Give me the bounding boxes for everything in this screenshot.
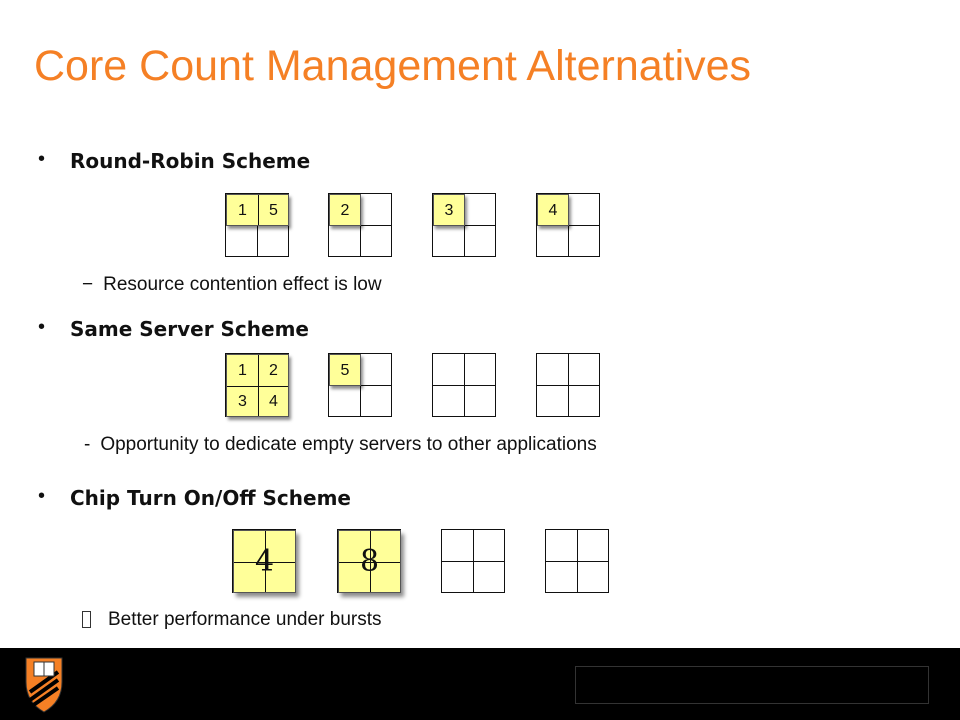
footer-box <box>575 666 929 704</box>
server-ct-3 <box>441 529 505 593</box>
core-label: 5 <box>269 202 278 219</box>
bullet-dot: • <box>38 485 46 507</box>
note-chip-turn: Better performance under bursts <box>108 609 382 631</box>
note-same-server: -Opportunity to dedicate empty servers t… <box>84 434 597 456</box>
core-label: 3 <box>238 393 247 410</box>
server-ss-4 <box>536 353 600 417</box>
core-label: 4 <box>269 393 278 410</box>
bullet-chip-turn: • Chip Turn On/Off Scheme <box>38 485 351 510</box>
server-ss-3 <box>432 353 496 417</box>
server-rr-1: 1 5 <box>225 193 289 257</box>
core-label: 2 <box>269 362 278 379</box>
heading-round-robin: Round-Robin Scheme <box>70 149 311 173</box>
server-rr-2: 2 <box>328 193 392 257</box>
princeton-shield-icon <box>25 657 63 713</box>
server-ct-4 <box>545 529 609 593</box>
note-text: Opportunity to dedicate empty servers to… <box>100 434 597 455</box>
core-block: 3 <box>433 194 465 226</box>
heading-chip-turn: Chip Turn On/Off Scheme <box>70 486 351 510</box>
note-text: Better performance under bursts <box>108 609 382 630</box>
bullet-round-robin: • Round-Robin Scheme <box>38 148 311 173</box>
bullet-dot: • <box>38 148 46 170</box>
note-round-robin: −Resource contention effect is low <box>82 274 382 296</box>
server-ct-2: 8 <box>337 529 401 593</box>
core-block: 1 5 <box>226 194 289 226</box>
core-count-label: 8 <box>359 544 380 579</box>
core-block: 4 <box>233 530 296 593</box>
core-block: 2 <box>329 194 361 226</box>
bullet-dot: • <box>38 316 46 338</box>
server-ct-1: 4 <box>232 529 296 593</box>
core-label: 1 <box>238 362 247 379</box>
core-label: 1 <box>238 202 247 219</box>
server-ss-1: 1 2 3 4 <box>225 353 289 417</box>
heading-same-server: Same Server Scheme <box>70 317 309 341</box>
note-marker: − <box>82 274 94 295</box>
core-block: 4 <box>537 194 569 226</box>
page-title: Core Count Management Alternatives <box>34 42 752 90</box>
server-rr-4: 4 <box>536 193 600 257</box>
core-block: 8 <box>338 530 401 593</box>
core-block: 5 <box>329 354 361 386</box>
note-marker: - <box>84 434 91 455</box>
bullet-same-server: • Same Server Scheme <box>38 316 309 341</box>
server-rr-3: 3 <box>432 193 496 257</box>
core-count-label: 4 <box>254 544 275 579</box>
core-block: 1 2 3 4 <box>226 354 289 417</box>
server-ss-2: 5 <box>328 353 392 417</box>
footer-bar <box>0 648 960 720</box>
missing-glyph-marker <box>82 611 91 628</box>
note-text: Resource contention effect is low <box>103 274 382 295</box>
